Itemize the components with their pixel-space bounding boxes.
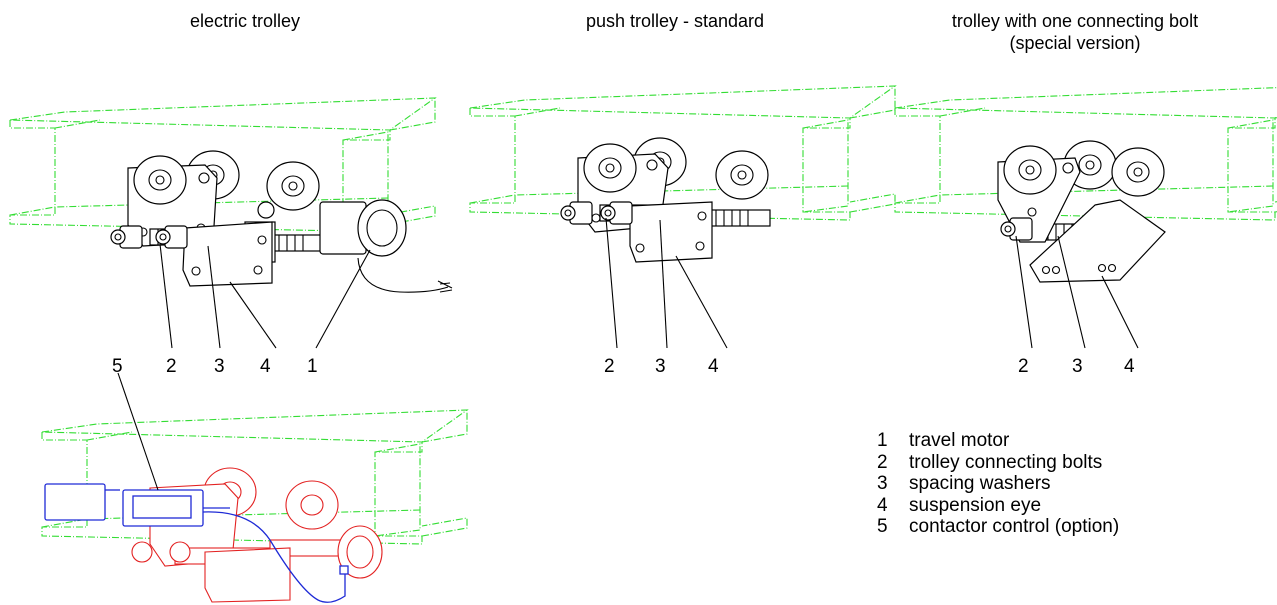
legend-text: travel motor: [909, 430, 1010, 451]
title-special-trolley: trolley with one connecting bolt (specia…: [895, 10, 1255, 54]
legend-number: 2: [877, 451, 888, 473]
legend-item: 1 travel motor: [877, 430, 1119, 452]
electric-trolley-drawing: [9, 97, 453, 293]
legend-number: 4: [877, 494, 888, 516]
title-special-line2: (special version): [1009, 33, 1141, 53]
legend-number: 1: [877, 430, 888, 451]
contactor-trolley-body: [44, 467, 383, 603]
callout-electric-5: 5: [112, 356, 123, 377]
legend-item: 3 spacing washers: [877, 473, 1119, 495]
title-special-line1: trolley with one connecting bolt: [951, 11, 1199, 31]
push-trolley-body: [560, 137, 771, 263]
legend-text: trolley connecting bolts: [909, 451, 1103, 473]
legend-item: 4 suspension eye: [877, 495, 1119, 517]
legend-item: 2 trolley connecting bolts: [877, 452, 1119, 474]
title-electric-trolley: electric trolley: [189, 11, 301, 31]
special-trolley-body: [997, 140, 1166, 283]
callout-electric-3: 3: [214, 356, 225, 377]
legend-text: spacing washers: [909, 473, 1051, 494]
legend-text: suspension eye: [909, 494, 1042, 516]
legend-number: 3: [877, 473, 888, 494]
callout-special-3: 3: [1072, 356, 1083, 377]
callout-special-4: 4: [1124, 356, 1135, 377]
legend-text: contactor control (option): [909, 516, 1120, 537]
callout-electric-1: 1: [307, 356, 318, 377]
contactor-trolley-drawing: [41, 409, 468, 603]
legend-number: 5: [877, 516, 888, 537]
electric-trolley-body: [110, 150, 453, 293]
legend: 1 travel motor 2 trolley connecting bolt…: [877, 430, 1119, 538]
callout-push-2: 2: [604, 356, 615, 377]
special-trolley-drawing: [894, 85, 1277, 283]
callout-push-3: 3: [655, 356, 666, 377]
title-push-trolley: push trolley - standard: [585, 11, 765, 31]
callout-push-4: 4: [708, 356, 719, 377]
callout-electric-4: 4: [260, 356, 271, 377]
leader-lines: [117, 217, 1139, 491]
legend-item: 5 contactor control (option): [877, 516, 1119, 538]
push-trolley-drawing: [469, 85, 896, 263]
callout-special-2: 2: [1018, 356, 1029, 377]
callout-electric-2: 2: [166, 356, 177, 377]
